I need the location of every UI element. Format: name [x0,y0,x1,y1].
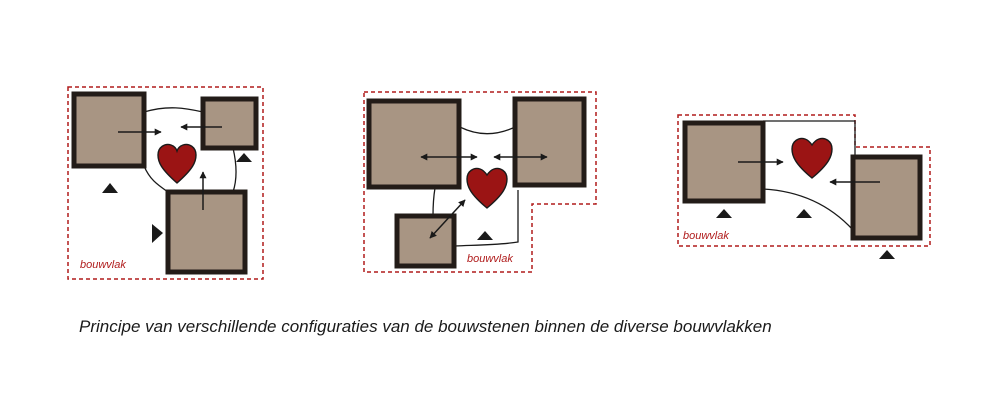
entrance-triangle-icon [236,153,252,162]
entrance-triangle-icon [102,183,118,193]
entrance-triangle-icon [716,209,732,218]
entrance-triangle-icon [796,209,812,218]
building-block [850,154,923,241]
building-block [165,189,248,275]
entrance-triangle-icon [477,231,493,240]
plot-boundary [363,91,597,273]
building-block [200,96,259,151]
building-block [394,213,457,269]
building-block [512,96,587,188]
heart-icon [791,137,833,179]
plot-label: bouwvlak [467,253,513,265]
plot-boundary [67,86,264,280]
figure-caption: Principe van verschillende configuraties… [79,317,772,336]
diagram-2: bouwvlak [363,91,597,273]
entrance-triangle-icon [879,250,895,259]
heart-icon [157,143,197,184]
diagram-3: bouwvlak [677,114,931,259]
building-block [366,98,462,190]
entrance-triangle-icon [152,224,163,243]
arrow-icon [429,199,466,239]
plot-label: bouwvlak [683,230,729,242]
plot-boundary [677,114,931,247]
plot-label: bouwvlak [80,259,126,271]
courtyard-outline [762,120,856,231]
diagram-1: bouwvlak [67,86,264,280]
building-block [71,91,147,169]
heart-icon [466,167,508,209]
